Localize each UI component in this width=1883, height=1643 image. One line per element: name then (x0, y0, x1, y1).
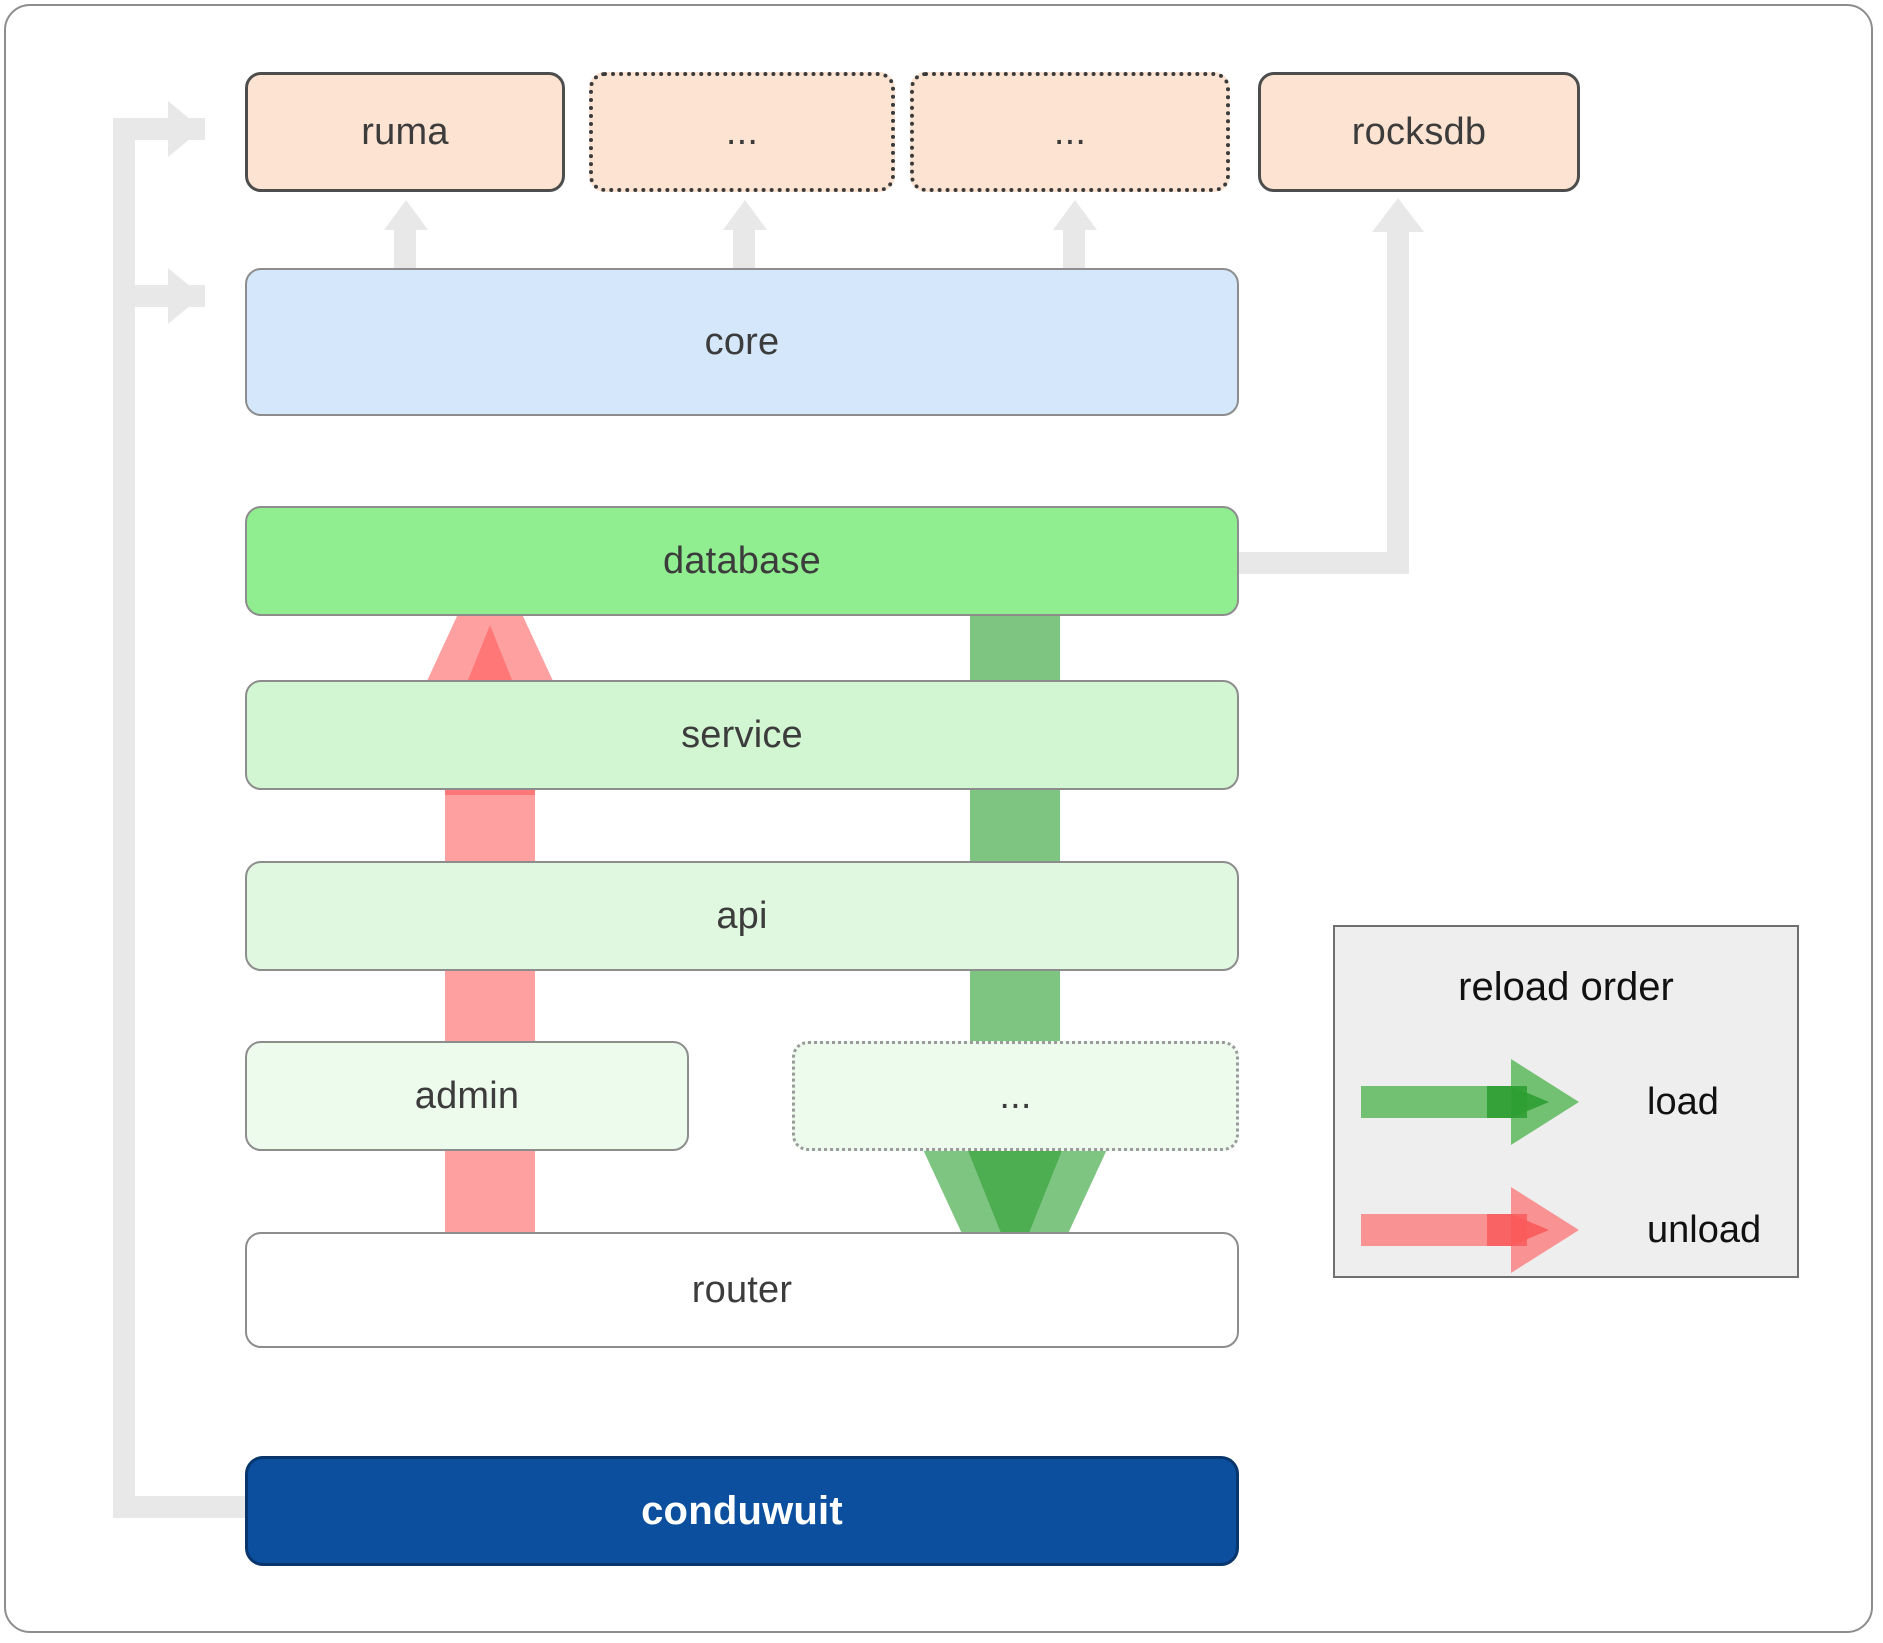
connector-arrow-core (168, 268, 202, 324)
layer-box-api[interactable]: api (245, 861, 1239, 971)
connector-arrow-ruma (168, 101, 202, 157)
layer-label-dots: ... (999, 1074, 1032, 1117)
connector-stub-ruma (394, 228, 416, 268)
dependency-label-ruma: ruma (361, 110, 449, 153)
legend-label-load: load (1647, 1080, 1719, 1123)
connector-stub-dots1 (733, 228, 755, 268)
layer-label-admin: admin (414, 1074, 520, 1117)
connector-database-right (1239, 552, 1409, 574)
connector-conduwuit-stub (113, 1496, 248, 1518)
binary-box-conduwuit[interactable]: conduwuit (245, 1456, 1239, 1566)
layer-box-core[interactable]: core (245, 268, 1239, 416)
legend-label-unload: unload (1647, 1208, 1762, 1251)
legend-row-load: load (1361, 1059, 1777, 1145)
binary-label-conduwuit: conduwuit (641, 1488, 843, 1533)
layer-box-service[interactable]: service (245, 680, 1239, 790)
dependency-label-dots-2: ... (1053, 110, 1087, 153)
dependency-box-dots-1[interactable]: ... (589, 72, 895, 192)
layer-label-service: service (681, 713, 803, 756)
legend-swatch-unload (1361, 1187, 1579, 1273)
connector-trunk-vertical (113, 118, 135, 1518)
connector-stub-head-ruma (384, 200, 428, 230)
connector-stub-head-dots2 (1053, 200, 1097, 230)
layer-box-router[interactable]: router (245, 1232, 1239, 1348)
layer-label-core: core (704, 320, 780, 363)
legend-row-unload: unload (1361, 1187, 1777, 1273)
dependency-box-rocksdb[interactable]: rocksdb (1258, 72, 1580, 192)
legend-title: reload order (1458, 965, 1674, 1009)
legend-swatch-load (1361, 1059, 1579, 1145)
connector-stub-head-dots1 (723, 200, 767, 230)
legend-panel: reload order load unload (1333, 925, 1799, 1278)
connector-arrow-rocksdb (1372, 198, 1424, 232)
layer-box-database[interactable]: database (245, 506, 1239, 616)
dependency-box-ruma[interactable]: ruma (245, 72, 565, 192)
dependency-label-dots-1: ... (725, 110, 759, 153)
layer-label-api: api (716, 894, 768, 937)
layer-label-database: database (663, 539, 821, 582)
layer-label-router: router (691, 1268, 793, 1311)
layer-box-dots[interactable]: ... (792, 1041, 1239, 1151)
layer-box-admin[interactable]: admin (245, 1041, 689, 1151)
connector-stub-dots2 (1063, 228, 1085, 268)
dependency-label-rocksdb: rocksdb (1351, 110, 1487, 153)
connector-rocksdb-vertical (1387, 232, 1409, 574)
dependency-box-dots-2[interactable]: ... (910, 72, 1230, 192)
